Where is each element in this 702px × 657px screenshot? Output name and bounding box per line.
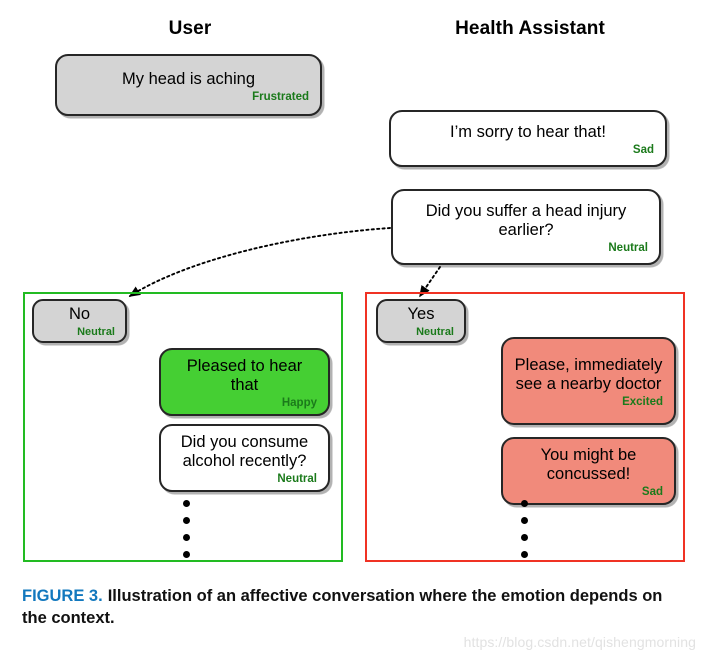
column-header-user: User [168, 18, 212, 39]
watermark-text: https://blog.csdn.net/qishengmorning [463, 634, 696, 650]
emotion-label: Happy [281, 397, 317, 410]
message-bubble-pleased-to-hear-that[interactable]: Pleased to hear that Happy [159, 348, 330, 416]
message-bubble-you-might-be-concussed[interactable]: You might be concussed! Sad [501, 437, 676, 505]
ellipsis-dot [521, 500, 528, 507]
ellipsis-dot [521, 551, 528, 558]
message-bubble-im-sorry-to-hear-that[interactable]: I’m sorry to hear that! Sad [389, 110, 667, 167]
emotion-label: Frustrated [252, 90, 309, 103]
message-text: Yes [407, 304, 435, 323]
message-text: You might be concussed! [540, 446, 637, 484]
message-text: Please, immediately see a nearby doctor [514, 356, 663, 394]
figure-caption-text: Illustration of an affective conversatio… [22, 587, 663, 627]
column-header-health-assistant: Health Assistant [455, 18, 605, 39]
ellipsis-dot [521, 517, 528, 524]
message-bubble-no[interactable]: No Neutral [32, 299, 127, 343]
ellipsis-dot [183, 551, 190, 558]
message-bubble-yes[interactable]: Yes Neutral [376, 299, 466, 343]
emotion-label: Sad [632, 144, 654, 157]
ellipsis-dot [183, 500, 190, 507]
emotion-label: Neutral [608, 242, 648, 255]
message-text: My head is aching [122, 69, 255, 88]
conversation-continues-dots-yes-branch [521, 500, 528, 558]
branch-box-no [23, 292, 343, 562]
message-bubble-my-head-is-aching[interactable]: My head is aching Frustrated [55, 54, 322, 116]
ellipsis-dot [183, 534, 190, 541]
message-bubble-did-you-suffer-a-head-injury[interactable]: Did you suffer a head injury earlier? Ne… [391, 189, 661, 265]
connector-head-injury-to-no [128, 227, 391, 297]
message-text: No [68, 304, 91, 323]
message-text: Did you suffer a head injury earlier? [425, 202, 627, 240]
message-text: Did you consume alcohol recently? [180, 433, 309, 471]
figure-caption: FIGURE 3.Illustration of an affective co… [22, 586, 682, 630]
emotion-label: Neutral [77, 326, 115, 339]
conversation-continues-dots-no-branch [183, 500, 190, 558]
figure-number-label: FIGURE 3. [22, 587, 103, 605]
message-bubble-did-you-consume-alcohol[interactable]: Did you consume alcohol recently? Neutra… [159, 424, 330, 492]
emotion-label: Neutral [416, 326, 454, 339]
emotion-label: Sad [641, 486, 663, 499]
message-bubble-see-a-nearby-doctor[interactable]: Please, immediately see a nearby doctor … [501, 337, 676, 425]
emotion-label: Excited [622, 396, 663, 409]
ellipsis-dot [521, 534, 528, 541]
branch-box-yes [365, 292, 685, 562]
emotion-label: Neutral [277, 473, 317, 486]
message-text: I’m sorry to hear that! [450, 123, 606, 142]
ellipsis-dot [183, 517, 190, 524]
message-text: Pleased to hear that [186, 357, 303, 395]
